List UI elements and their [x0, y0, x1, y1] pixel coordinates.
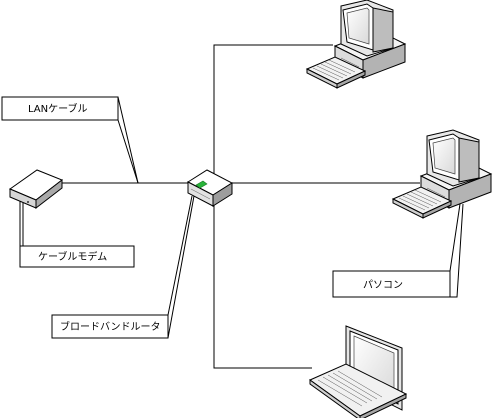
- laptop-icon: [309, 325, 408, 418]
- pc-label: パソコン: [363, 279, 403, 291]
- router-label: ブロードバンドルータ: [60, 320, 161, 333]
- lan-cable-label: LANケーブル: [28, 102, 88, 115]
- callout-pc: パソコン: [332, 270, 451, 298]
- cable-router-to-pc-top: [213, 44, 333, 186]
- callout-router: ブロードバンドルータ: [51, 314, 169, 339]
- network-cables: [62, 44, 420, 369]
- desktop-pc-icon: [305, 0, 407, 89]
- callout-lan-cable: LANケーブル: [1, 96, 119, 121]
- desktop-pc-icon: [391, 129, 493, 219]
- callout-leaders: [1, 96, 464, 339]
- broadband-router-icon: [186, 169, 234, 207]
- desktop-pc-middle: [391, 129, 493, 219]
- cable-modem-icon: [8, 169, 64, 210]
- cable-router-to-laptop: [213, 205, 312, 369]
- cable-modem-label: ケーブルモデム: [38, 250, 107, 263]
- desktop-pc-top: [305, 0, 407, 89]
- callout-cable-modem: ケーブルモデム: [19, 245, 135, 268]
